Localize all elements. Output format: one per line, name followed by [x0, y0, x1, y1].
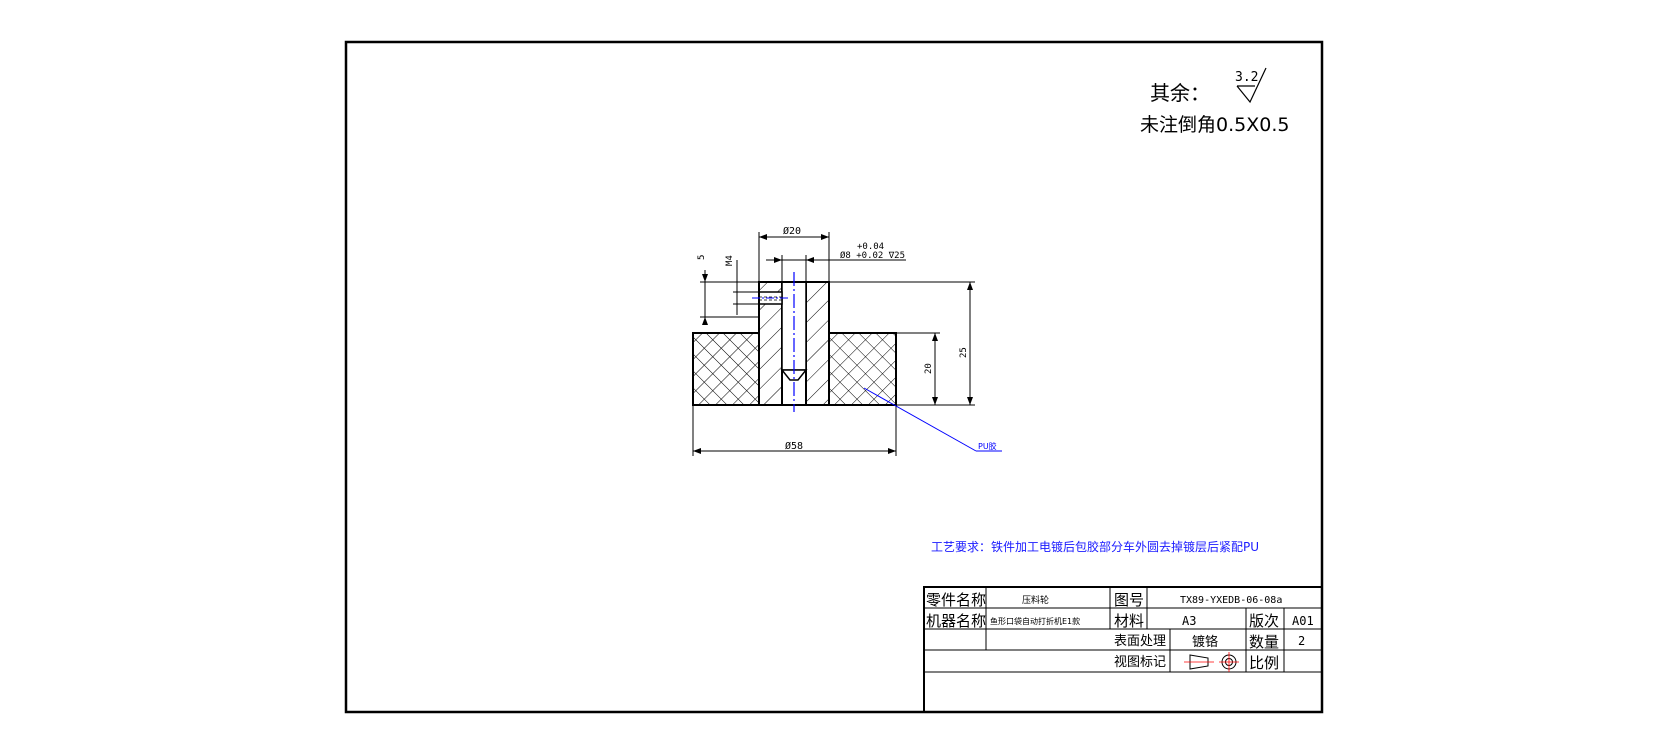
surface-value: 镀铬: [1192, 634, 1218, 650]
projection-symbol-icon: [1184, 652, 1239, 672]
dim-left-m4: M4: [725, 255, 735, 266]
dim-hole-spec: Ø8 +0.02 ∇25: [840, 250, 905, 261]
part-section: [692, 272, 897, 412]
hub-right-wall: [805, 281, 830, 406]
drawing-border: [344, 40, 1324, 714]
qty-value: 2: [1298, 634, 1305, 648]
drawing-no-label: 图号: [1114, 591, 1144, 609]
version-value: A01: [1292, 614, 1314, 628]
pu-right-section: [828, 332, 897, 406]
chamfer-note: 未注倒角0.5X0.5: [1140, 114, 1289, 136]
part-name-label: 零件名称: [926, 591, 986, 609]
dim-bottom-dia: Ø58: [785, 440, 803, 452]
qty-label: 数量: [1249, 633, 1279, 651]
material-value: A3: [1182, 614, 1196, 628]
version-label: 版次: [1249, 612, 1279, 630]
drawing-no-value: TX89-YXEDB-06-08a: [1180, 595, 1282, 606]
dimension-arrows: [693, 234, 973, 454]
title-block: [923, 586, 1323, 713]
dim-top-dia: Ø20: [783, 225, 801, 237]
pu-label: PU胶: [978, 441, 997, 451]
machine-name-label: 机器名称: [926, 612, 986, 630]
surface-label: 表面处理: [1114, 634, 1166, 649]
dim-left-5: 5: [697, 255, 707, 260]
dimensions: [692, 232, 975, 456]
dim-tol-upper: +0.04: [857, 242, 884, 252]
part-name-value: 压料轮: [1022, 594, 1049, 606]
machine-name-value: 鱼形口袋自动打折机E1款: [990, 616, 1080, 626]
process-requirement: 工艺要求：铁件加工电镀后包胶部分车外圆去掉镀层后紧配PU: [931, 539, 1259, 554]
pu-left-section: [692, 332, 760, 406]
scale-label: 比例: [1249, 654, 1279, 672]
drill-point: [780, 369, 808, 381]
roughness-symbol-icon: [1236, 67, 1267, 104]
roughness-value: 3.2: [1235, 70, 1258, 85]
roughness-label: 其余：: [1150, 81, 1210, 105]
view-label: 视图标记: [1114, 655, 1166, 670]
material-label: 材料: [1114, 612, 1144, 630]
dim-right-20: 20: [924, 363, 934, 374]
dim-right-25: 25: [959, 347, 969, 358]
pu-leader-line: [863, 387, 977, 452]
